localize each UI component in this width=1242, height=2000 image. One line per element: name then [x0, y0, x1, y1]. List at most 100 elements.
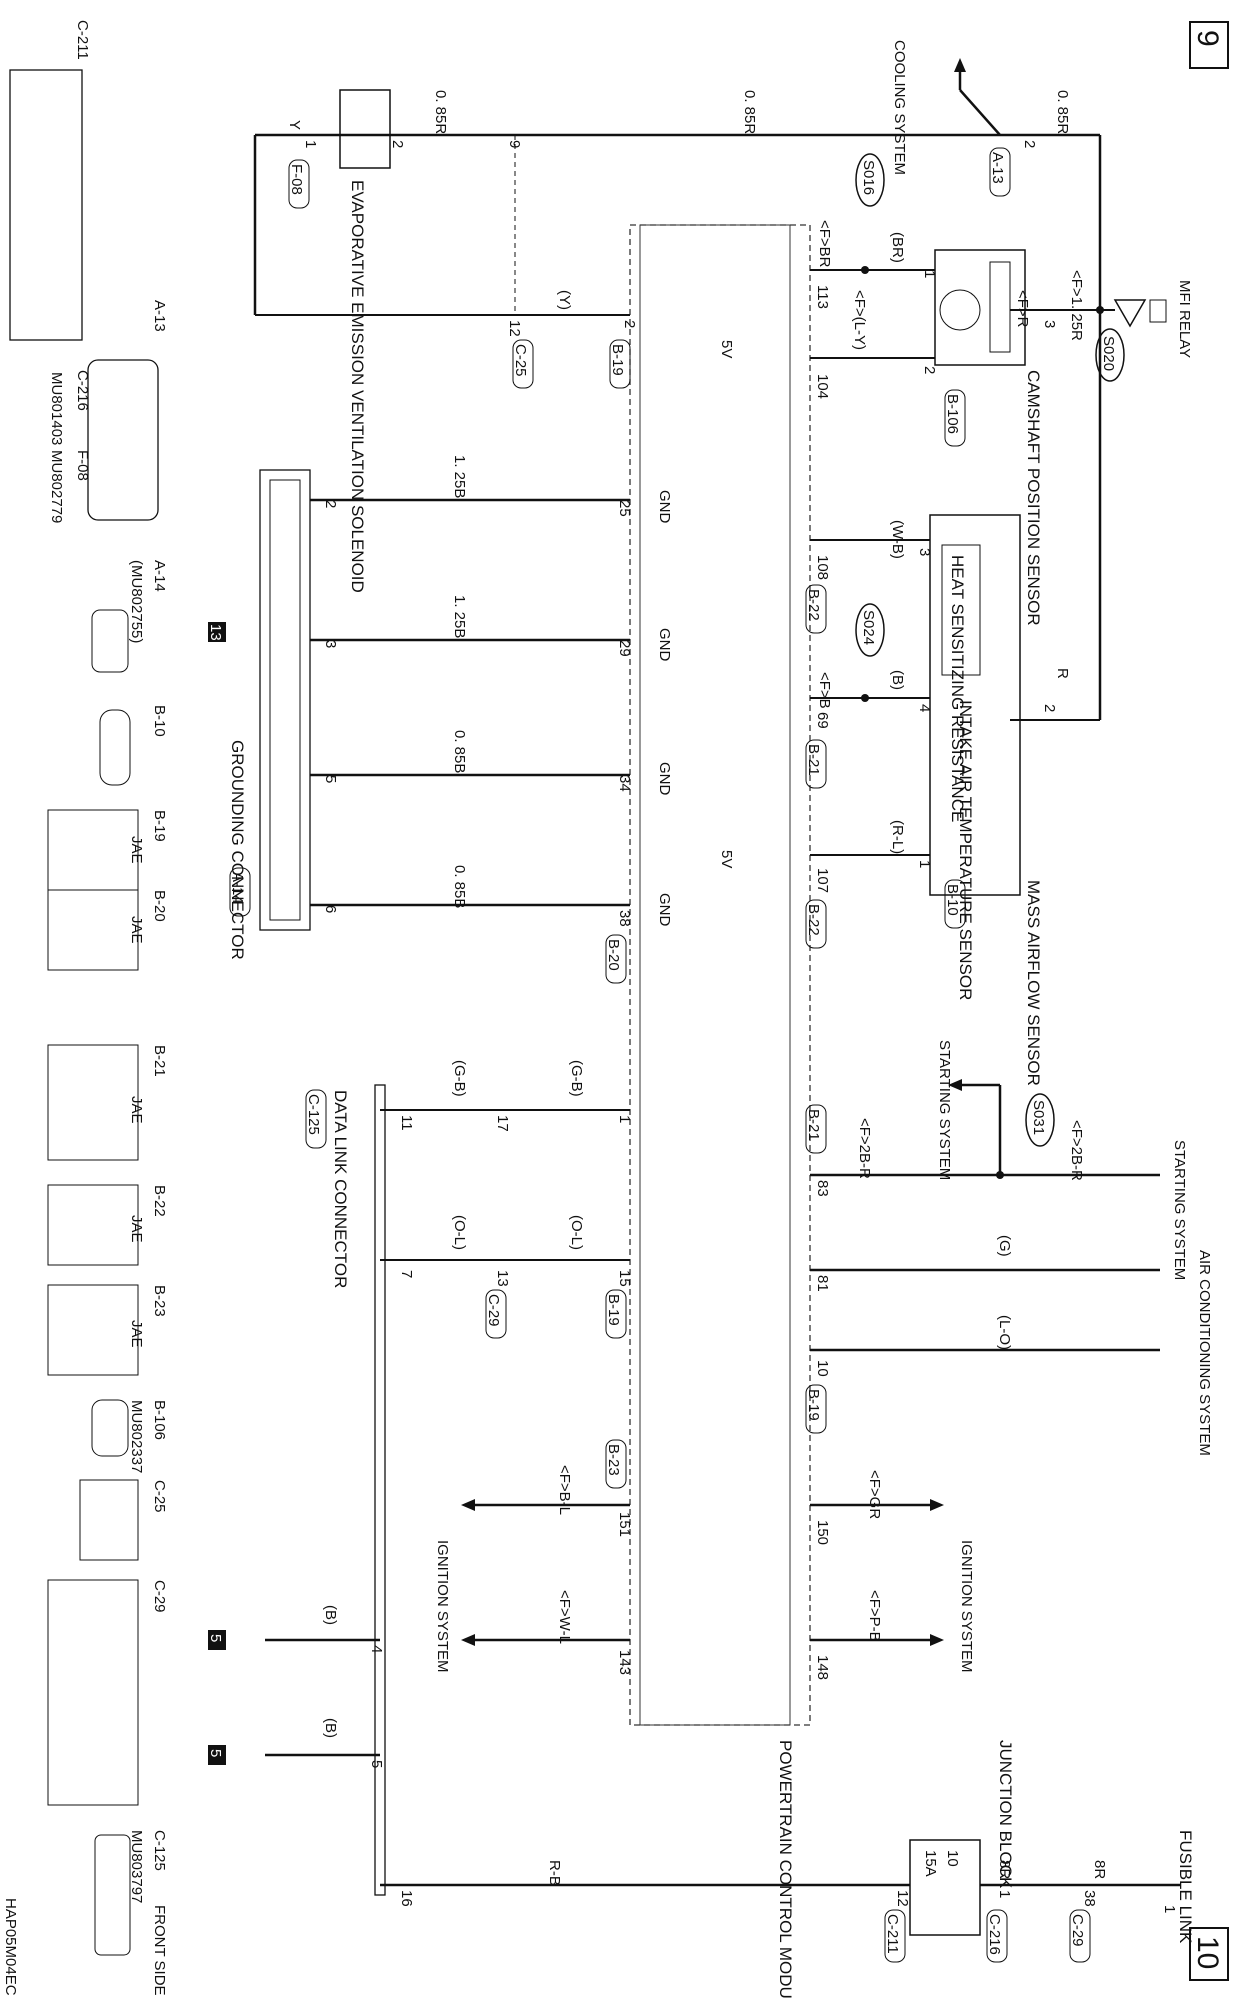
connector-panel: C-211 A-13 C-216 MU801403 F-08 MU802779 …: [9, 20, 168, 1996]
pin-c25: C-25: [512, 344, 529, 377]
pin-c29-13: 13: [494, 1270, 511, 1287]
wire-gb-b: (G-B): [451, 1060, 468, 1097]
pin-b19-b: B-19: [805, 1389, 822, 1421]
b19-tag-c[interactable]: [605, 1289, 627, 1339]
pin-gc-3: 3: [322, 640, 339, 648]
pin-pcm-15: 15: [616, 1270, 633, 1287]
conn-jae-b23: JAE: [128, 1320, 145, 1348]
pin-dlc-5: 5: [368, 1760, 385, 1768]
conn-b10: B-10: [151, 705, 168, 737]
c29-tag-b[interactable]: [1069, 1909, 1091, 1963]
camshaft-sensor-label: CAMSHAFT POSITION SENSOR: [1024, 370, 1043, 626]
pin-pcm-81: 81: [814, 1275, 831, 1292]
mfi-relay-label: MFI RELAY: [1176, 280, 1193, 358]
c29-tag[interactable]: [485, 1289, 507, 1339]
pin-c125: C-125: [305, 1094, 322, 1135]
b22-tag-a[interactable]: [805, 584, 827, 634]
conn-f08-part: MU802779: [48, 450, 65, 523]
conn-b20: B-20: [151, 890, 168, 922]
iat-sensor-label: INTAKE AIR TEMPERATURE SENSOR: [956, 700, 975, 1000]
page-number-top-text: 9: [1191, 30, 1224, 47]
pin-dlc-16: 16: [398, 1890, 415, 1907]
ground-mark-5b-text: 5: [207, 1749, 224, 1757]
c216-tag[interactable]: [986, 1909, 1008, 1963]
pin-a13-2: 2: [1021, 140, 1038, 148]
maf-sensor-label: MASS AIRFLOW SENSOR: [1024, 880, 1043, 1086]
pin-c25-9: 9: [506, 140, 523, 148]
wire-br: (BR): [889, 232, 906, 263]
wire-fb: <F>B: [816, 672, 833, 709]
pin-pcm-150: 150: [814, 1520, 831, 1545]
f08-tag[interactable]: [288, 159, 310, 209]
b21-tag-b[interactable]: [805, 1104, 827, 1154]
conn-c216-part: MU801403: [48, 372, 65, 445]
pin-pcm-143: 143: [616, 1650, 633, 1675]
pin-maf-1: 1: [916, 860, 933, 868]
b10-tag[interactable]: [944, 879, 966, 929]
conn-a14-part: (MU802755): [128, 560, 145, 643]
conn-front-side: FRONT SIDE: [151, 1905, 168, 1996]
wire-085b-a: 0. 85B: [451, 730, 468, 773]
pin-pcm-83: 83: [814, 1180, 831, 1197]
pin-b20: B-20: [605, 939, 622, 971]
ground-mark-5b: [208, 1745, 226, 1765]
b19-tag-a[interactable]: [609, 339, 631, 389]
pin-gc-5: 5: [322, 775, 339, 783]
pin-heat-4: 4: [916, 704, 933, 712]
wire-fpb: <F>P-B: [866, 1590, 883, 1642]
c125-tag[interactable]: [305, 1089, 327, 1149]
page-number-bottom: 10: [1189, 1927, 1229, 1981]
conn-c125-part: MU803797: [128, 1830, 145, 1903]
pin-c25-12: 12: [506, 320, 523, 337]
pin-c211: C-211: [884, 1914, 901, 1954]
wire-fbr: <F>BR: [816, 220, 833, 268]
pin-b22-b: B-22: [805, 904, 822, 936]
pin-evap-2: 2: [389, 140, 406, 148]
pin-f08: F-08: [288, 164, 305, 195]
ground-mark-13-text: 13: [207, 624, 224, 641]
gnd-25: GND: [656, 490, 673, 524]
b22-tag-b[interactable]: [805, 899, 827, 949]
b106-tag[interactable]: [944, 389, 966, 447]
intake-sensor-block: HEAT SENSITIZING RESISTANCE INTAKE AIR T…: [929, 514, 1043, 1086]
ac-system-label: AIR CONDITIONING SYSTEM: [1196, 1250, 1213, 1456]
wire-085r-a: 0. 85R: [1054, 90, 1071, 134]
pin-dlc-4: 4: [368, 1645, 385, 1653]
wire-b: (B): [889, 670, 906, 690]
pin-c216: C-216: [986, 1914, 1003, 1955]
b19-tag-b[interactable]: [805, 1384, 827, 1434]
pin-b21-b: B-21: [805, 1109, 822, 1141]
splice-s016[interactable]: S016: [860, 160, 877, 195]
a13-tag[interactable]: [989, 147, 1011, 197]
pin-pcm-104: 104: [814, 374, 831, 399]
pin-pcm-108: 108: [814, 555, 831, 580]
c211-tag[interactable]: [884, 1909, 906, 1963]
b23-tag[interactable]: [605, 1439, 627, 1489]
pin-c29-b: C-29: [1069, 1914, 1086, 1947]
pin-pcm-29: 29: [616, 640, 633, 657]
page-number-top: 9: [1189, 21, 1229, 69]
splice-s031[interactable]: S031: [1030, 1100, 1047, 1135]
pin-b23: B-23: [605, 1444, 622, 1476]
conn-jae-b19: JAE: [128, 836, 145, 864]
b21-tag-a[interactable]: [805, 739, 827, 789]
splice-s020[interactable]: S020: [1100, 336, 1117, 371]
dlc-label: DATA LINK CONNECTOR: [331, 1090, 350, 1288]
label-5v-b: 5V: [718, 850, 735, 868]
pin-c29-17: 17: [494, 1115, 511, 1132]
mfi-relay: MFI RELAY: [1113, 280, 1193, 358]
conn-f08: F-08: [74, 450, 91, 481]
pin-b21-a: B-21: [805, 744, 822, 776]
conn-b23: B-23: [151, 1285, 168, 1317]
a14-tag-main[interactable]: [229, 867, 251, 917]
conn-c211: C-211: [74, 20, 91, 60]
wire-8r-a: 8R: [996, 1860, 1013, 1879]
starting-system-2-label: STARTING SYSTEM: [1171, 1140, 1188, 1280]
pin-gc-6: 6: [322, 905, 339, 913]
splice-s024[interactable]: S024: [860, 610, 877, 645]
b20-tag[interactable]: [605, 934, 627, 984]
c25-tag[interactable]: [512, 339, 534, 389]
pin-pcm-1: 1: [616, 1115, 633, 1123]
wire-085r-c: 0. 85R: [432, 90, 449, 134]
